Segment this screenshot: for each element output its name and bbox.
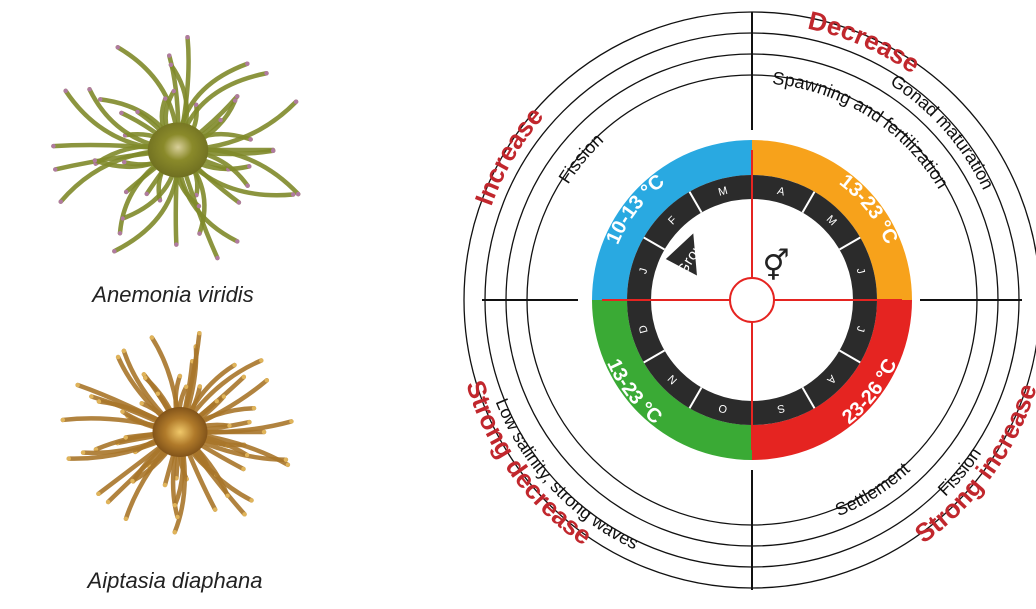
hermaphrodite-symbol: ⚥ [762, 248, 789, 283]
label-increase: Increase [469, 101, 550, 209]
anemonia-illustration [51, 35, 300, 260]
anemone-green-icon [51, 35, 300, 260]
label-fission-inner: Fission [555, 129, 607, 187]
species-caption-2: Aiptasia diaphana [86, 568, 263, 593]
species-caption-1: Anemonia viridis [90, 282, 253, 307]
aiptasia-illustration [61, 331, 294, 534]
label-settlement: Settlement [832, 459, 913, 520]
anemone-brown-icon [61, 331, 294, 534]
